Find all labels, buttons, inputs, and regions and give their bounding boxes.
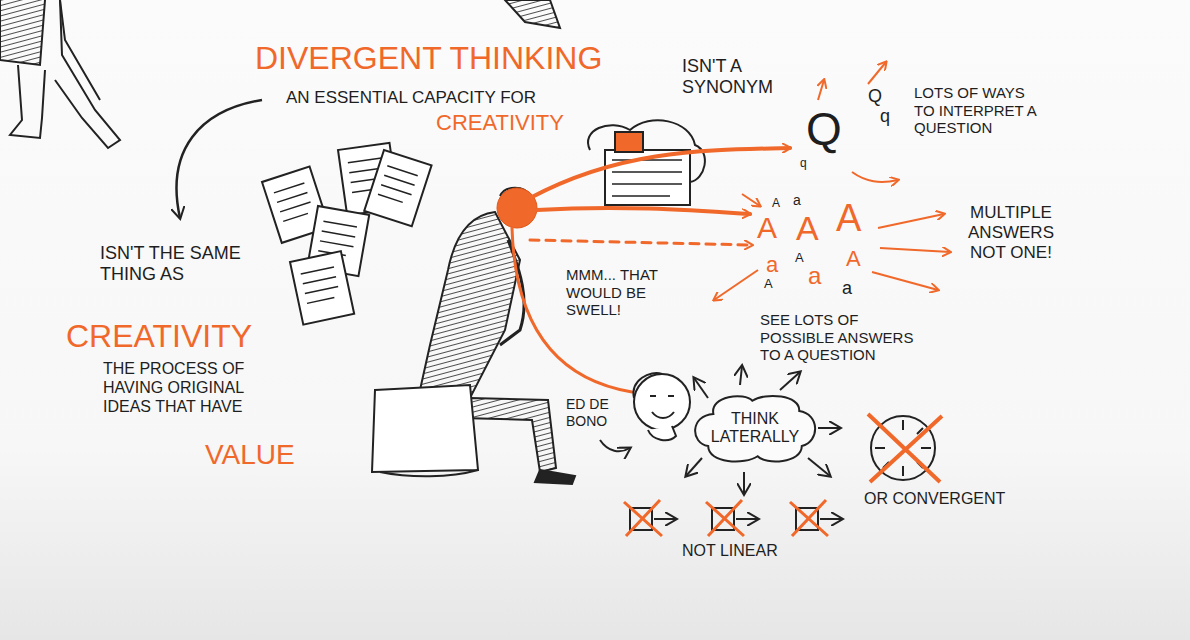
answer-letter: A — [846, 246, 861, 272]
scatter-arrows — [868, 62, 886, 84]
standing-man — [0, 0, 120, 148]
question-letter: q — [800, 156, 807, 170]
seated-man — [420, 212, 520, 398]
figure-fragment — [505, 0, 560, 28]
convergent-cross — [868, 414, 942, 482]
linear-steps — [820, 518, 842, 520]
ed-de-bono-face — [633, 373, 662, 398]
note: ISN'T A SYNONYM — [682, 56, 792, 98]
person-name: ED DE BONO — [566, 396, 628, 429]
scatter-arrows — [872, 272, 938, 290]
cloud-arrows — [780, 372, 800, 390]
pointer-arrow — [600, 440, 630, 451]
ed-de-bono-face — [634, 374, 690, 430]
keyword: CREATIVITY — [436, 110, 564, 136]
note: OR CONVERGENT — [864, 490, 1005, 509]
question-letter: q — [880, 106, 890, 127]
convergent-cross — [868, 414, 942, 482]
standing-man — [10, 65, 45, 138]
cross-marks — [624, 500, 662, 536]
cloud-arrows — [743, 472, 745, 494]
papers — [364, 150, 431, 226]
linear-steps — [736, 518, 758, 520]
standing-man — [60, 0, 100, 100]
cloud-arrows — [808, 458, 830, 476]
scatter-arrows — [818, 80, 824, 100]
answer-letter: A — [757, 210, 777, 245]
note: SEE LOTS OF POSSIBLE ANSWERS TO A QUESTI… — [760, 311, 925, 364]
subtitle: AN ESSENTIAL CAPACITY FOR — [286, 88, 536, 108]
title: DIVERGENT THINKING — [255, 40, 602, 78]
thought-arrows — [512, 148, 790, 392]
figure-fragment — [505, 0, 560, 28]
keyword: CREATIVITY — [66, 318, 252, 356]
note: NOT LINEAR — [682, 542, 778, 561]
head — [497, 188, 537, 228]
thought-books — [588, 120, 705, 205]
answer-letter: A — [836, 196, 861, 241]
question-letter: Q — [806, 102, 842, 156]
answer-letter: A — [795, 250, 804, 265]
seated-man — [535, 470, 575, 484]
linear-steps — [654, 518, 676, 520]
question-letter: Q — [868, 86, 882, 107]
cloud-text: THINK LATERALLY — [710, 410, 800, 447]
seated-man — [372, 385, 478, 472]
scatter-arrows — [878, 214, 944, 228]
thought-arrows — [537, 208, 750, 214]
thought-arrows — [530, 240, 752, 245]
note: ISN'T THE SAME THING AS — [100, 243, 250, 285]
cloud-arrows — [818, 427, 840, 429]
answer-letter: a — [808, 262, 821, 290]
answer-letter: A — [772, 196, 780, 210]
speech-note: MMM... THAT WOULD BE SWELL! — [566, 266, 691, 319]
thought-cloud: THINK LATERALLY — [690, 392, 820, 465]
papers — [290, 251, 354, 324]
cloud-arrows — [694, 378, 708, 398]
keyword: VALUE — [205, 438, 295, 471]
scatter-arrows — [742, 194, 760, 206]
standing-man — [55, 0, 120, 148]
papers — [364, 150, 431, 226]
answer-letter: A — [764, 276, 773, 291]
curved-arrow — [177, 100, 262, 218]
ed-de-bono-face — [652, 412, 674, 418]
seated-man — [380, 470, 478, 476]
definition: THE PROCESS OF HAVING ORIGINAL IDEAS THA… — [103, 360, 265, 417]
cross-marks — [790, 500, 828, 536]
answer-letter: A — [796, 208, 819, 248]
papers — [262, 143, 432, 325]
answer-letter: a — [793, 192, 801, 209]
thought-books — [612, 160, 682, 196]
standing-man — [0, 0, 45, 65]
papers — [290, 251, 354, 324]
papers — [301, 267, 340, 303]
cloud-arrows — [686, 458, 702, 476]
ed-de-bono-face — [650, 395, 674, 397]
cloud-arrows — [740, 366, 742, 385]
thought-books — [615, 132, 643, 152]
scatter-arrows — [880, 248, 950, 252]
head — [497, 188, 537, 228]
cross-marks — [624, 500, 828, 536]
scatter-arrows — [714, 270, 758, 300]
note: MULTIPLE ANSWERS NOT ONE! — [955, 203, 1067, 263]
answer-letter: a — [842, 278, 852, 299]
note: LOTS OF WAYS TO INTERPRET A QUESTION — [914, 84, 1036, 137]
papers — [378, 166, 418, 204]
curved-arrow — [177, 100, 262, 218]
pointer-arrow — [600, 440, 630, 451]
answer-letter: a — [766, 252, 778, 278]
cross-marks — [706, 500, 744, 536]
cloud-outline — [695, 395, 815, 461]
ed-de-bono-face — [633, 373, 690, 440]
scatter-arrows — [852, 172, 898, 182]
ed-de-bono-face — [648, 426, 676, 440]
thought-arrows — [530, 148, 790, 198]
seated-man — [372, 188, 575, 484]
papers — [274, 183, 314, 221]
cloud-arrows — [686, 366, 840, 494]
